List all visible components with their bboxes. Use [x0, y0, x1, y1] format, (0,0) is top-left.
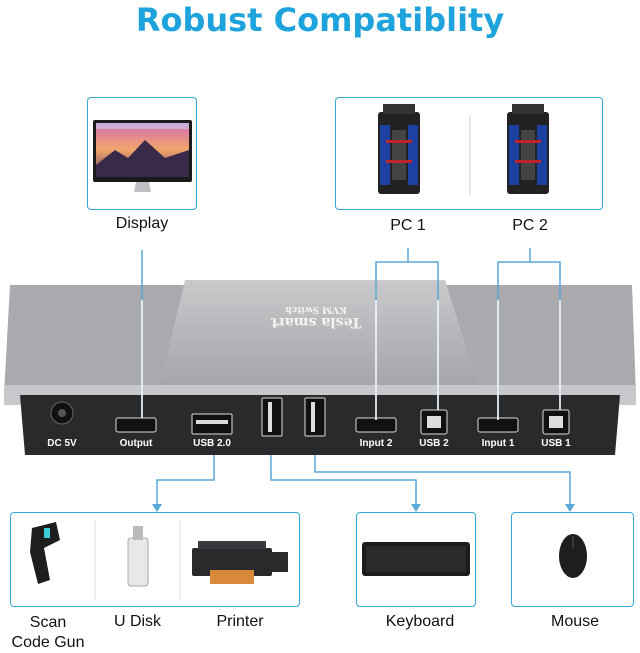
pc2-icon — [507, 104, 549, 194]
scan-label-line2: Code Gun — [11, 634, 85, 651]
usb1-port-label: USB 1 — [541, 438, 571, 449]
usb-disk-icon — [127, 526, 149, 587]
udisk-label: U Disk — [113, 613, 162, 630]
monitor-icon — [93, 120, 192, 192]
page-title: Robust Compatiblity — [135, 1, 505, 39]
ports — [50, 397, 570, 437]
keyboard-label: Keyboard — [385, 613, 455, 630]
keyboard-icon — [362, 542, 470, 576]
brand-text: Tesla smart — [270, 314, 362, 330]
input2-port-label: Input 2 — [359, 438, 393, 449]
scan-label: Scan Code Gun — [8, 613, 88, 653]
printer-label: Printer — [216, 613, 264, 630]
mouse-icon — [559, 534, 587, 578]
printer-icon — [192, 541, 288, 584]
pc2-label: PC 2 — [512, 217, 548, 234]
output-port-label: Output — [119, 438, 153, 449]
pc1-label: PC 1 — [390, 217, 426, 234]
connection-lines — [141, 248, 571, 506]
usb20-port-label: USB 2.0 — [193, 438, 231, 449]
arrow-icons — [152, 504, 575, 512]
display-label: Display — [115, 215, 169, 232]
input1-port-label: Input 1 — [481, 438, 515, 449]
kvm-switch-device — [4, 280, 636, 455]
usb2-port-label: USB 2 — [419, 438, 449, 449]
pc1-icon — [378, 104, 420, 194]
product-label: KVM Switch — [285, 304, 347, 314]
scan-gun-icon — [30, 522, 60, 584]
device-brand: Tesla smart KVM Switch — [246, 304, 386, 330]
dc-port-label: DC 5V — [47, 438, 77, 449]
mouse-label: Mouse — [550, 613, 600, 630]
scan-label-line1: Scan — [29, 614, 67, 631]
